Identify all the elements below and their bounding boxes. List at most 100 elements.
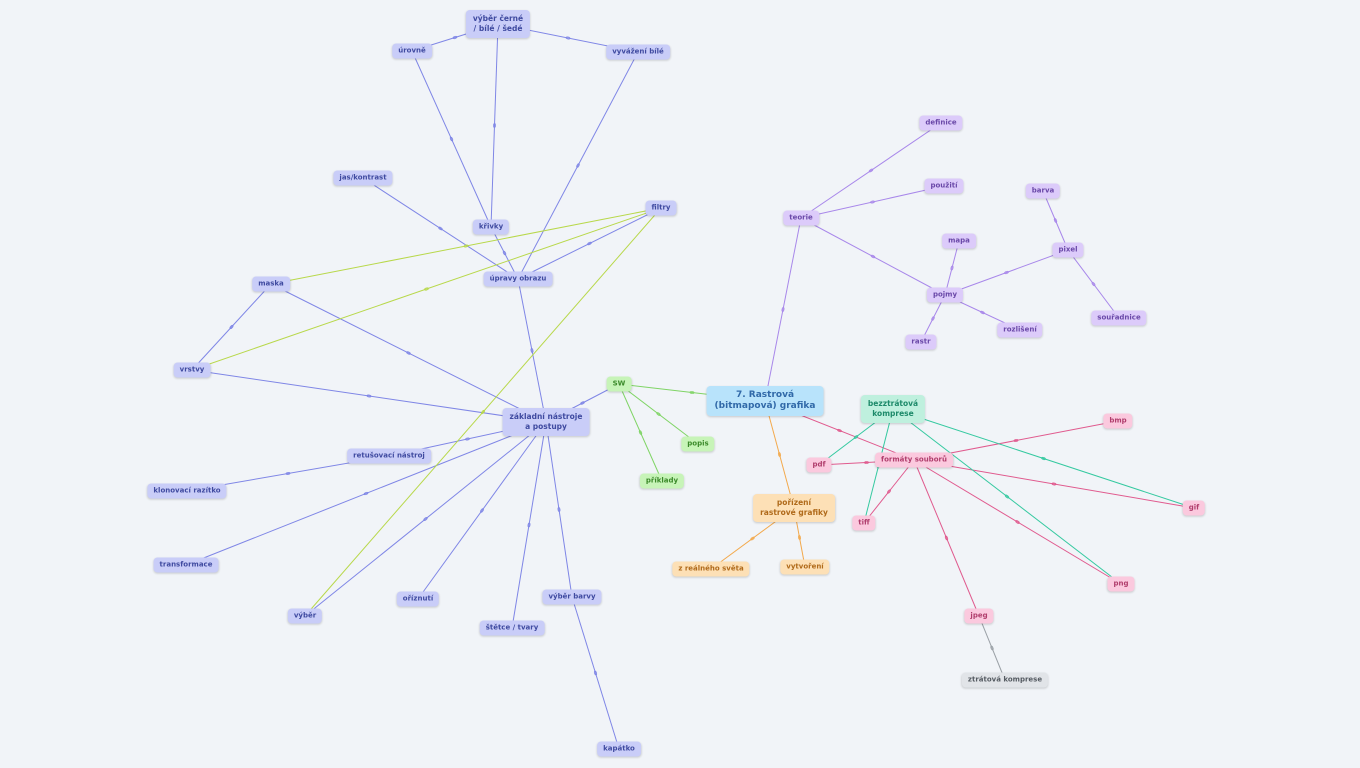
edge-marker-filtry-vrstvy xyxy=(424,287,429,291)
edge-marker-sw-priklady xyxy=(638,430,643,435)
edge-marker-zakladni-maska xyxy=(406,351,411,355)
node-popis[interactable]: popis xyxy=(681,436,715,452)
edge-upravy-filtry xyxy=(517,207,662,280)
node-bmp[interactable]: bmp xyxy=(1103,413,1133,429)
node-klon[interactable]: klonovací razítko xyxy=(147,483,227,499)
edge-formaty-gif xyxy=(913,459,1195,509)
edge-zakladni-maska xyxy=(270,283,547,423)
node-urovne[interactable]: úrovně xyxy=(392,43,432,59)
node-pixel[interactable]: pixel xyxy=(1052,242,1084,258)
edge-vrstvy-maska xyxy=(191,283,272,371)
node-filtry[interactable]: filtry xyxy=(645,200,677,216)
node-vyber-cb-line-2: / bílé / šedé xyxy=(473,24,523,33)
node-realny[interactable]: z reálného světa xyxy=(672,561,750,577)
edge-filtry-maska xyxy=(270,207,662,285)
edge-marker-formaty-pdf xyxy=(864,461,869,464)
node-porizeni-line-2: rastrové grafiky xyxy=(760,508,828,517)
edge-upravy-vyvazeni xyxy=(517,51,639,280)
node-jpeg[interactable]: jpeg xyxy=(964,608,994,624)
edge-marker-upravy-filtry xyxy=(587,241,592,246)
edge-marker-root-porizeni xyxy=(778,452,781,457)
edge-zakladni-vyber_barvy xyxy=(545,421,573,598)
edge-zakladni-stetce xyxy=(511,421,547,629)
edge-zakladni-oriznuti xyxy=(417,421,547,600)
node-barva[interactable]: barva xyxy=(1025,183,1061,199)
node-pojmy[interactable]: pojmy xyxy=(926,287,964,303)
node-zakladni-line-1: základní nástroje xyxy=(509,412,583,421)
edge-bezztratova-png xyxy=(892,408,1122,585)
node-stetce[interactable]: štětce / tvary xyxy=(479,620,545,636)
node-maska[interactable]: maska xyxy=(252,276,290,292)
edge-marker-zakladni-vrstvy xyxy=(366,394,372,398)
node-pdf[interactable]: pdf xyxy=(806,457,832,473)
edge-marker-formaty-png xyxy=(1015,520,1020,524)
node-vrstvy[interactable]: vrstvy xyxy=(173,362,211,378)
edge-marker-jpeg-ztratova xyxy=(990,645,994,651)
edge-marker-vrstvy-maska xyxy=(229,324,234,330)
edge-teorie-pouziti xyxy=(800,185,945,219)
edge-marker-filtry-vyber xyxy=(481,409,485,415)
edge-marker-bezztratova-png xyxy=(1004,494,1010,499)
edge-marker-formaty-tiff xyxy=(887,489,891,494)
node-vyvazeni[interactable]: vyvážení bílé xyxy=(606,44,670,60)
edge-marker-teorie-pouziti xyxy=(870,200,875,204)
node-souradnice[interactable]: souřadnice xyxy=(1091,310,1147,326)
node-vytvoreni[interactable]: vytvoření xyxy=(780,559,830,575)
edge-marker-vyber_barvy-kapatko xyxy=(593,670,598,676)
node-root-line-2: (bitmapová) grafika xyxy=(714,401,816,411)
node-priklady[interactable]: příklady xyxy=(639,473,685,489)
node-ztratova[interactable]: ztrátová komprese xyxy=(961,672,1049,688)
node-vyber-barvy[interactable]: výběr barvy xyxy=(542,589,602,605)
node-tiff[interactable]: tiff xyxy=(852,515,876,531)
node-rastr[interactable]: rastr xyxy=(905,334,937,350)
edge-filtry-vyber xyxy=(304,207,662,617)
edge-upravy-jas xyxy=(362,177,519,280)
edge-teorie-pojmy xyxy=(800,217,946,296)
node-kapatko[interactable]: kapátko xyxy=(597,741,641,757)
node-retus[interactable]: retušovací nástroj xyxy=(347,448,431,464)
edge-pojmy-rastr xyxy=(920,294,946,343)
edge-marker-formaty-jpeg xyxy=(944,535,949,541)
node-formaty[interactable]: formáty souborů xyxy=(875,452,953,468)
edge-sw-priklady xyxy=(618,383,663,482)
node-mapa[interactable]: mapa xyxy=(942,233,976,249)
edge-marker-pojmy-rastr xyxy=(931,316,935,321)
edge-marker-bezztratova-gif xyxy=(1041,456,1046,461)
node-gif[interactable]: gif xyxy=(1182,500,1206,516)
edge-zakladni-transformace xyxy=(185,421,547,566)
edge-marker-bezztratova-pdf xyxy=(853,435,859,439)
edge-marker-porizeni-realny xyxy=(750,536,755,541)
node-pouziti[interactable]: použití xyxy=(924,178,964,194)
node-transformace[interactable]: transformace xyxy=(153,557,219,573)
node-vyber-cb[interactable]: výběr černé/ bílé / šedé xyxy=(465,10,531,38)
edge-marker-krivky-urovne xyxy=(449,136,454,142)
node-png[interactable]: png xyxy=(1107,576,1135,592)
edge-marker-root-formaty xyxy=(837,428,842,433)
edge-marker-vyber_cb-vyvazeni xyxy=(565,36,571,40)
edge-marker-teorie-definice xyxy=(868,168,874,173)
node-sw[interactable]: SW xyxy=(606,376,632,392)
edge-krivky-urovne xyxy=(411,50,492,228)
node-root[interactable]: 7. Rastrová(bitmapová) grafika xyxy=(706,386,824,416)
node-definice[interactable]: definice xyxy=(919,115,963,131)
edge-marker-upravy-jas xyxy=(438,226,443,231)
edge-marker-filtry-maska xyxy=(463,244,469,248)
node-oriznuti[interactable]: oříznutí xyxy=(396,591,440,607)
edge-marker-zakladni-retus xyxy=(465,437,470,441)
node-teorie[interactable]: teorie xyxy=(783,210,819,226)
edge-marker-retus-klon xyxy=(285,472,291,475)
node-upravy[interactable]: úpravy obrazu xyxy=(483,271,553,287)
edge-zakladni-upravy xyxy=(517,278,547,423)
node-jas[interactable]: jas/kontrast xyxy=(333,170,393,186)
node-krivky[interactable]: křivky xyxy=(472,219,510,235)
edge-marker-formaty-gif xyxy=(1051,482,1057,486)
edge-sw-popis xyxy=(618,383,699,445)
edge-marker-porizeni-vytvoreni xyxy=(798,535,801,540)
edge-zakladni-vrstvy xyxy=(191,369,547,423)
node-vyber[interactable]: výběr xyxy=(287,608,323,624)
node-rozliseni[interactable]: rozlišení xyxy=(997,322,1043,338)
